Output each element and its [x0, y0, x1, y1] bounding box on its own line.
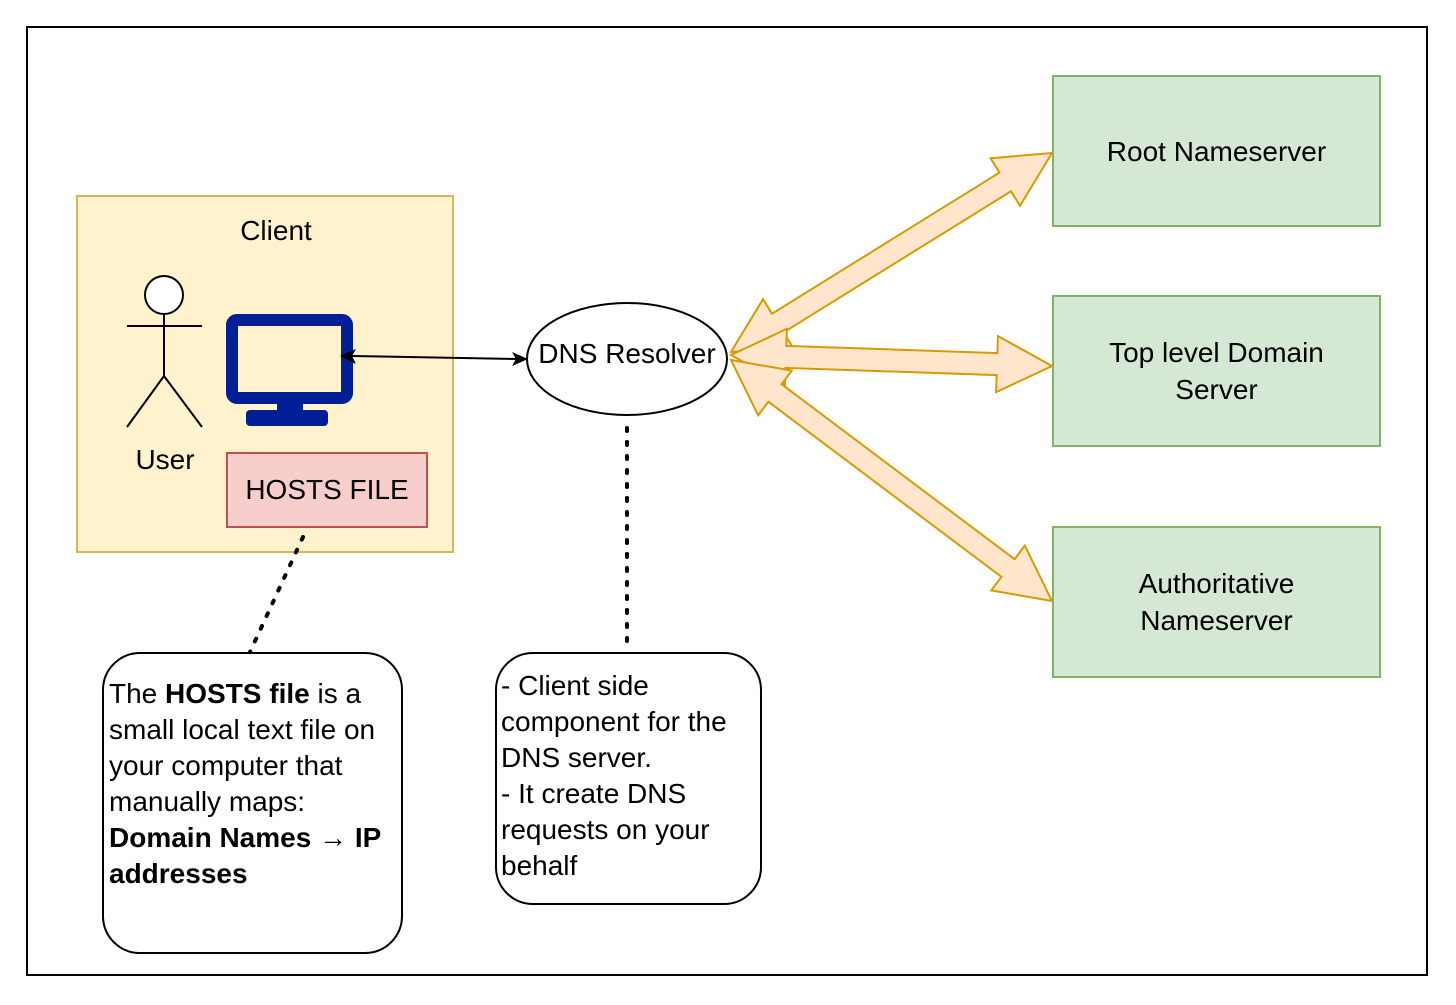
tld-server-box: Top level Domain Server — [1052, 295, 1381, 447]
hosts-file-label: HOSTS FILE — [245, 474, 409, 505]
computer-monitor-icon — [226, 314, 353, 426]
hosts-file-note: The HOSTS file is a small local text fil… — [102, 652, 403, 954]
dns-resolver-label: DNS Resolver — [538, 338, 716, 369]
dns-resolver-note: - Client side component for the DNS serv… — [495, 652, 762, 905]
root-nameserver-box: Root Nameserver — [1052, 75, 1381, 227]
tld-label-line1: Top level Domain — [1109, 337, 1324, 368]
diagram-frame — [26, 26, 1428, 976]
authoritative-nameserver-box: Authoritative Nameserver — [1052, 526, 1381, 678]
resolver-auth-arrow — [729, 358, 1054, 603]
hosts-note-connector — [248, 535, 305, 654]
hosts-note-part1: The — [109, 678, 166, 709]
hosts-note-part2: is a small local text file on your compu… — [109, 678, 376, 817]
hosts-file-box: HOSTS FILE — [226, 452, 428, 528]
client-title: Client — [240, 215, 312, 246]
resolver-note-line2: - It create DNS requests on your behalf — [501, 778, 710, 881]
tld-server-label: Top level Domain Server — [1109, 334, 1324, 408]
resolver-root-arrow — [729, 151, 1054, 354]
auth-label-line1: Authoritative — [1138, 568, 1295, 599]
authoritative-nameserver-label: Authoritative Nameserver — [1139, 565, 1295, 639]
hosts-note-bold2: Domain Names → IP addresses — [109, 822, 381, 889]
client-resolver-arrow — [340, 349, 528, 366]
root-nameserver-label: Root Nameserver — [1106, 135, 1327, 167]
tld-label-line2: Server — [1175, 374, 1258, 405]
resolver-note-line1: - Client side component for the DNS serv… — [501, 670, 727, 773]
dns-resolver-node — [526, 302, 728, 416]
user-label: User — [135, 444, 195, 475]
hosts-note-text: The HOSTS file is a small local text fil… — [109, 676, 397, 892]
hosts-note-bold1: HOSTS file — [165, 678, 310, 709]
auth-label-line2: Nameserver — [1140, 605, 1293, 636]
user-icon — [126, 275, 203, 428]
